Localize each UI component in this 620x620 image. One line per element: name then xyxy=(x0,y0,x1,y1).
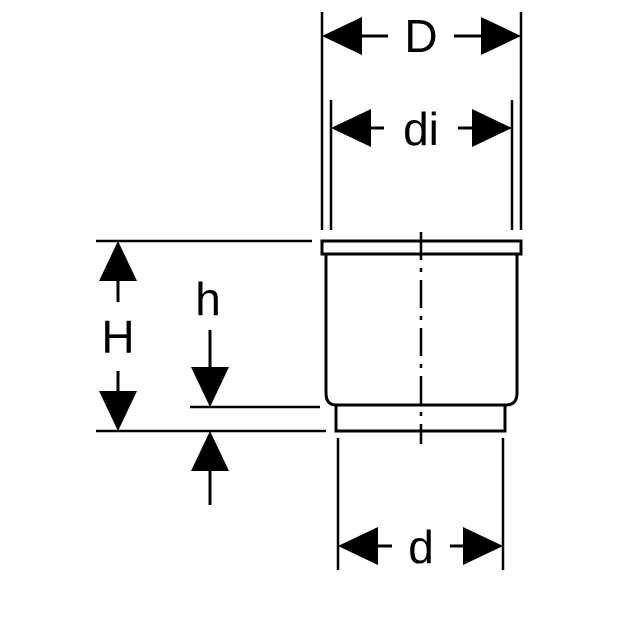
arrowhead-right-icon xyxy=(472,109,512,147)
arrowhead-up-icon xyxy=(191,431,229,471)
dimension-D: D xyxy=(322,10,521,62)
arrowhead-down-icon xyxy=(191,367,229,407)
dimension-di: di xyxy=(331,103,512,155)
arrowhead-right-icon xyxy=(463,527,503,565)
label-d: d xyxy=(408,521,434,573)
label-h: h xyxy=(195,273,221,325)
dimension-d: d xyxy=(338,521,503,573)
arrowhead-left-icon xyxy=(331,109,371,147)
top-rim xyxy=(320,239,523,256)
dimension-H: H xyxy=(99,241,137,431)
arrowhead-left-icon xyxy=(322,17,362,55)
extension-lines xyxy=(96,12,523,570)
label-di: di xyxy=(403,103,439,155)
label-D: D xyxy=(404,10,437,62)
arrowhead-right-icon xyxy=(481,17,521,55)
upper-body xyxy=(324,254,519,407)
dimension-h: h xyxy=(191,273,229,505)
arrowhead-down-icon xyxy=(99,391,137,431)
arrowhead-left-icon xyxy=(338,527,378,565)
label-H: H xyxy=(101,311,134,363)
arrowhead-up-icon xyxy=(99,241,137,281)
